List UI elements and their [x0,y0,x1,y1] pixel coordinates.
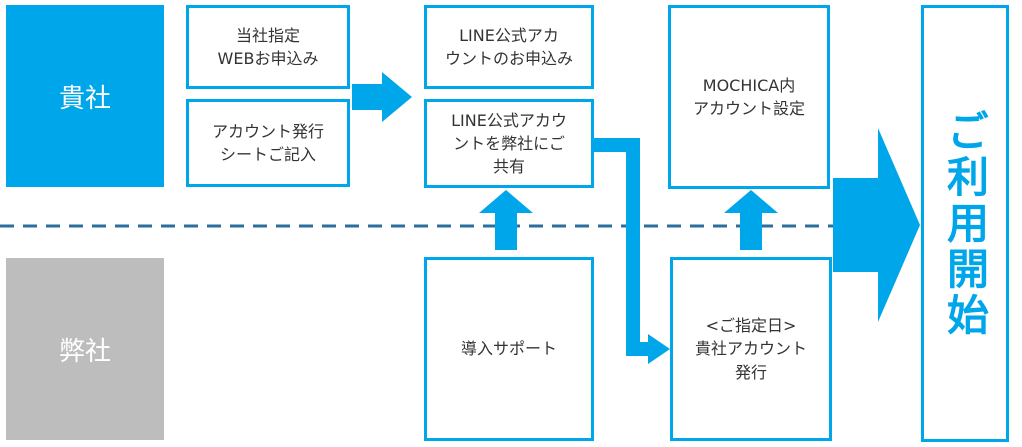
step-line-apply: LINE公式アカ ウントのお申込み [424,5,594,89]
step-mochica-setup: MOCHICA内 アカウント設定 [668,5,830,189]
arrow-to-line-apply [352,72,412,122]
lane-ours-text: 弊社 [58,336,111,367]
step-account-issue: <ご指定日> 貴社アカウント 発行 [670,257,832,441]
step-account-sheet: アカウント発行 シートご記入 [186,99,350,187]
step-line-share: LINE公式アカウ ントを弊社にご 共有 [424,99,594,188]
arrow-issue-to-mochica [724,190,778,250]
lane-client-text: 貴社 [58,83,111,114]
arrow-share-to-issue [594,138,650,356]
arrow-share-to-issue-head [648,334,670,364]
final-start-label: ご利用開始 [940,108,990,339]
arrow-to-start [833,128,920,322]
step-web-apply: 当社指定 WEBお申込み [186,5,350,89]
lane-label-ours: 弊社 [6,258,164,440]
arrow-support-to-share [479,190,533,250]
final-start-box: ご利用開始 [921,5,1009,442]
lane-label-client: 貴社 [6,5,164,187]
step-support: 導入サポート [424,257,594,441]
